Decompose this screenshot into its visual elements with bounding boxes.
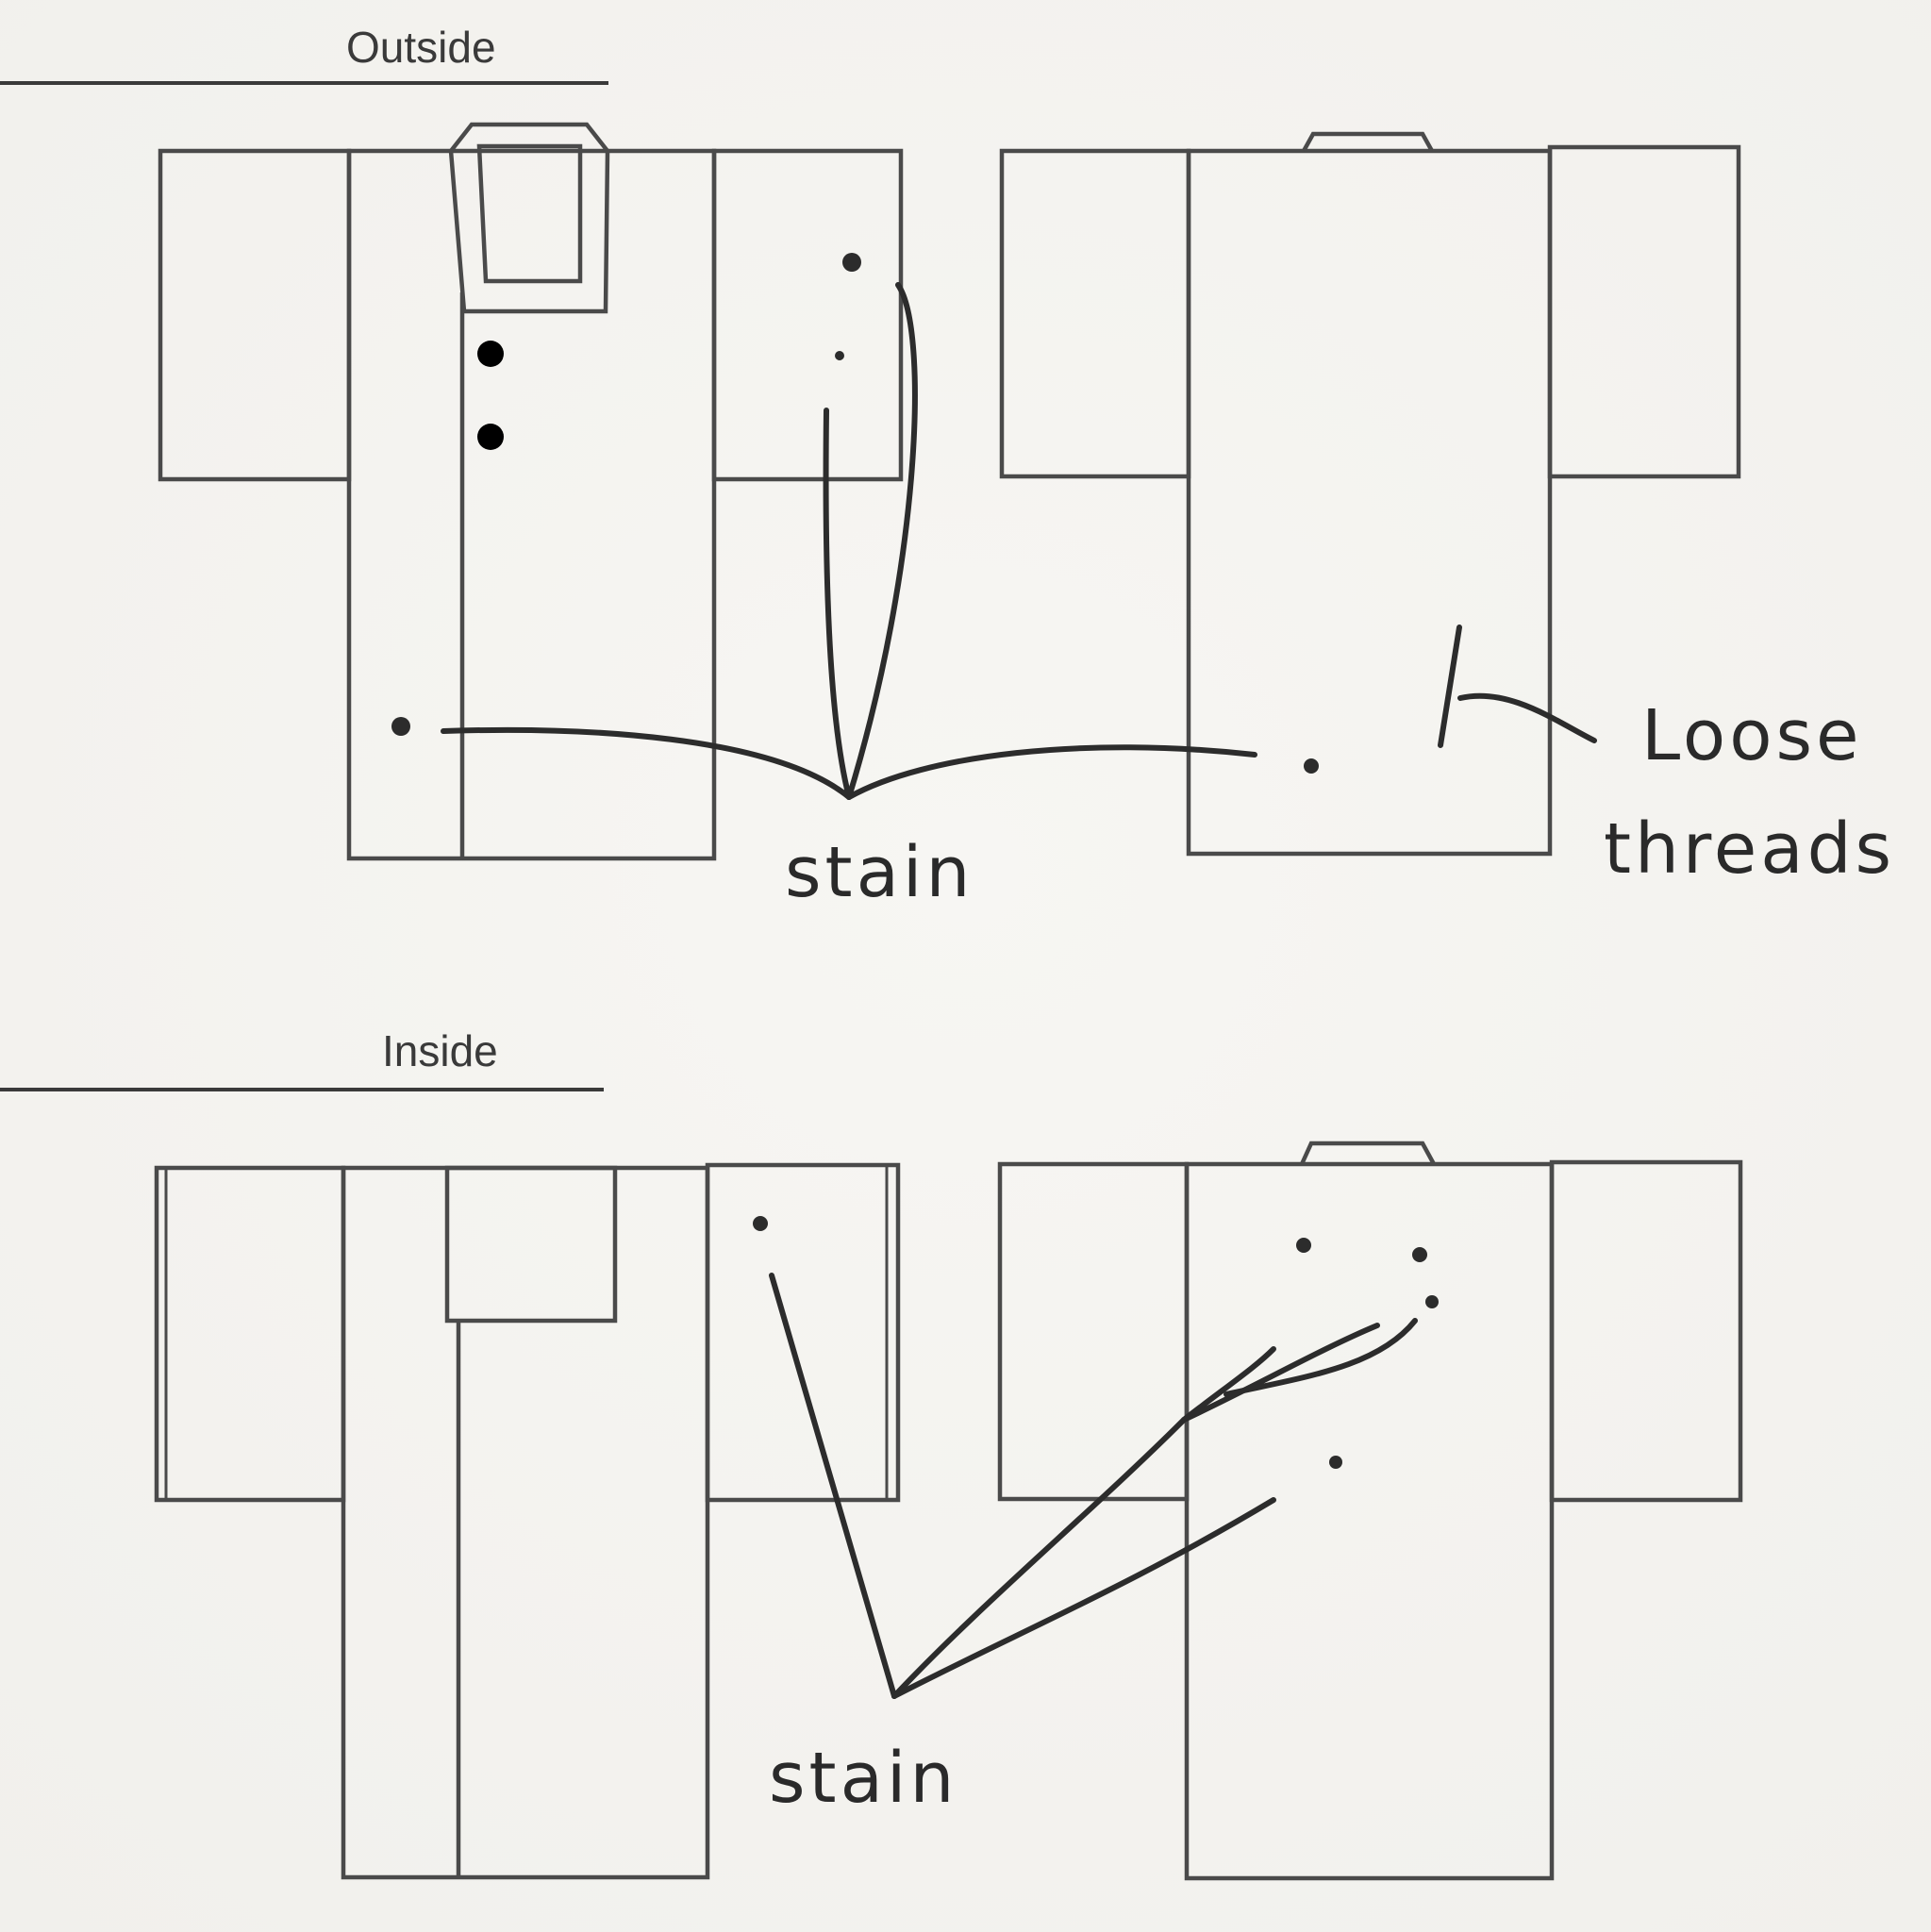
outside-back-collar-tab xyxy=(1302,131,1434,153)
outside-front-collar xyxy=(448,122,610,314)
outside-front-collar-inner xyxy=(476,143,583,284)
outside-back-left-sleeve xyxy=(999,148,1191,479)
outside-front-body xyxy=(346,148,717,861)
outside-back-garment xyxy=(999,131,1741,857)
inside-stain-spot-back-2 xyxy=(1412,1247,1427,1262)
outside-front-right-sleeve xyxy=(158,148,352,482)
inside-back-body xyxy=(1184,1161,1555,1881)
outside-stain-leader-hem xyxy=(441,726,852,800)
inside-back-right-sleeve xyxy=(1549,1159,1743,1503)
outside-loose-threads-label-2: threads xyxy=(1604,808,1895,890)
inside-section-title: Inside xyxy=(382,1026,498,1075)
inside-stain-leader-back-1 xyxy=(891,1346,1276,1699)
outside-loose-thread-mark xyxy=(1438,625,1462,748)
outside-front-garment xyxy=(158,122,904,861)
outside-stain-leader-sleeve-low xyxy=(823,408,852,800)
inside-stain-spot-back-4 xyxy=(1329,1456,1342,1469)
inside-stain-leader-back-4 xyxy=(891,1497,1276,1699)
inside-stain-leader-back-3 xyxy=(1224,1318,1418,1397)
inside-back-garment xyxy=(997,1141,1743,1881)
outside-loose-threads-label-1: Loose xyxy=(1641,695,1863,776)
outside-stain-leader-sleeve-high xyxy=(846,282,918,800)
outside-loose-thread-leader xyxy=(1457,692,1597,743)
outside-stain-spot-sleeve-2 xyxy=(835,351,844,360)
inside-stain-spot-sleeve xyxy=(753,1216,768,1231)
outside-stain-spot-back xyxy=(1304,758,1319,774)
inside-stain-spot-back-3 xyxy=(1425,1295,1439,1308)
inside-front-left-sleeve xyxy=(705,1162,901,1503)
inside-front-right-sleeve xyxy=(154,1165,346,1503)
outside-front-button-1 xyxy=(477,341,504,367)
inside-stain-label: stain xyxy=(769,1738,957,1819)
inside-front-body xyxy=(341,1165,710,1880)
inside-stain-leader-sleeve xyxy=(769,1273,897,1699)
inside-front-garment xyxy=(154,1162,901,1880)
inside-stain-spot-back-1 xyxy=(1296,1238,1311,1253)
outside-front-button-2 xyxy=(477,424,504,450)
inside-back-collar-tab xyxy=(1299,1141,1436,1166)
inside-front-collar-lining xyxy=(444,1165,618,1324)
outside-stain-label: stain xyxy=(785,832,974,913)
outside-back-body xyxy=(1186,148,1553,857)
inside-back-left-sleeve xyxy=(997,1161,1190,1502)
outside-back-right-sleeve xyxy=(1547,144,1741,479)
inside-stain-leader-back-2 xyxy=(1181,1323,1380,1423)
outside-stain-spot-front-hem xyxy=(391,717,410,736)
outside-stain-spot-sleeve-1 xyxy=(842,253,861,272)
outside-stain-leader-back xyxy=(846,744,1257,800)
outside-section-title: Outside xyxy=(346,23,496,72)
outside-front-left-sleeve xyxy=(711,148,904,482)
